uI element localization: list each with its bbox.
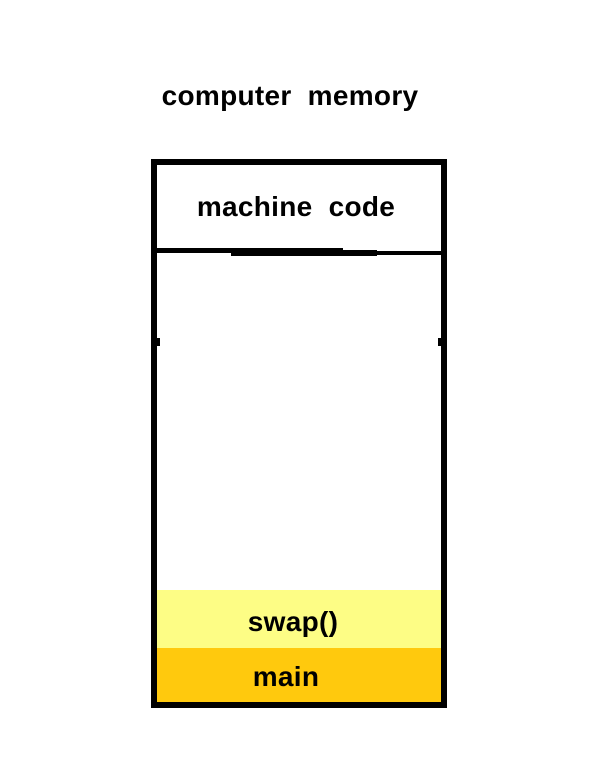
section-machine-code: machine code <box>157 165 441 248</box>
main-label: main <box>252 661 320 692</box>
swap-label: swap() <box>247 605 339 637</box>
machine-code-divider <box>151 248 447 256</box>
diagram-title: computer memory <box>161 80 419 111</box>
section-main: main <box>157 648 441 702</box>
right-border-nub <box>438 338 441 346</box>
left-border-nub <box>157 338 160 346</box>
divider-stroke-right <box>371 251 447 255</box>
section-free-space <box>157 256 441 590</box>
divider-stroke-middle <box>231 250 377 256</box>
memory-box: machine code swap() main <box>151 159 447 708</box>
section-swap: swap() <box>157 590 441 648</box>
machine-code-label: machine code <box>196 190 396 222</box>
